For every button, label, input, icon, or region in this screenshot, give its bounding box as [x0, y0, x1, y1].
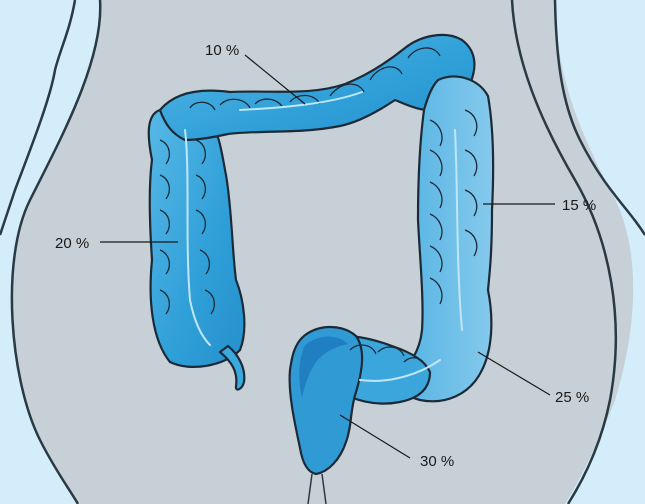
- label-20-percent: 20 %: [55, 235, 89, 252]
- label-10-percent: 10 %: [205, 42, 239, 59]
- label-25-percent: 25 %: [555, 389, 589, 406]
- label-15-percent: 15 %: [562, 197, 596, 214]
- label-30-percent: 30 %: [420, 453, 454, 470]
